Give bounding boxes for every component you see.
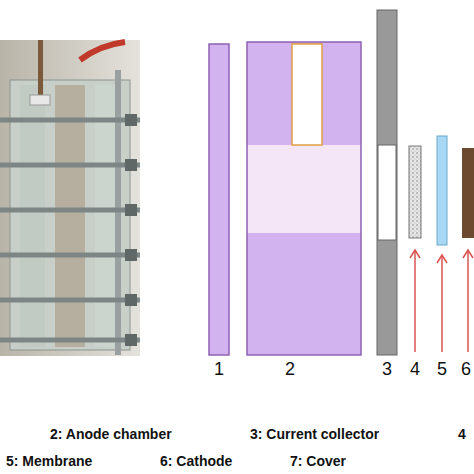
- caption-text: 7: Cover: [290, 454, 346, 469]
- membrane: [437, 136, 447, 245]
- anode-electrode: [409, 146, 421, 238]
- device-photo: [0, 40, 140, 356]
- current-collector: [377, 10, 397, 355]
- cathode: [462, 148, 474, 238]
- cover-plate: [209, 44, 229, 355]
- callout-number: 2: [285, 360, 295, 380]
- callout-number: 4: [410, 360, 420, 380]
- caption-text: 2: Anode chamber: [50, 427, 172, 442]
- pointer-arrows: [410, 250, 473, 352]
- caption-text: 6: Cathode: [160, 454, 232, 469]
- caption-text: 4: [458, 427, 466, 442]
- callout-number: 5: [437, 360, 447, 380]
- caption-text: 5: Membrane: [6, 454, 92, 469]
- callout-number: 1: [214, 360, 224, 380]
- callout-number: 6: [461, 360, 471, 380]
- caption-text: 3: Current collector: [250, 427, 379, 442]
- anode-chamber: [247, 42, 361, 355]
- callout-number: 3: [382, 360, 392, 380]
